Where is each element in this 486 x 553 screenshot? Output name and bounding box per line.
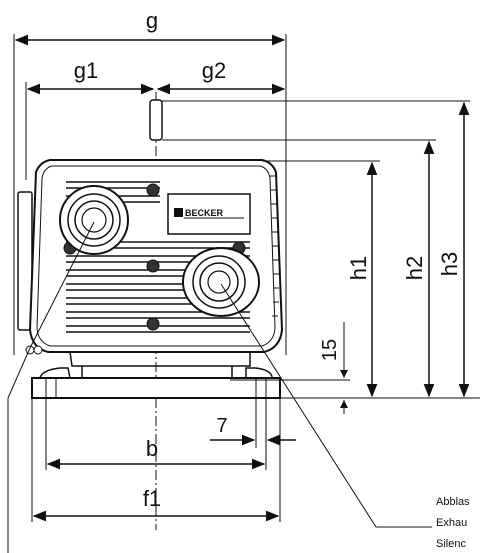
dimension-label-h1: h1 <box>346 256 371 280</box>
callout-line-1: Abblas <box>436 496 470 508</box>
dimension-label-f1: f1 <box>143 486 161 511</box>
dimension-b: b <box>45 398 267 470</box>
dimension-label-g: g <box>146 8 158 33</box>
callout-line-3: Silenc <box>436 538 466 550</box>
base-foot <box>31 377 281 399</box>
dimension-f1: f1 <box>31 398 281 522</box>
bolt-icon <box>146 259 160 273</box>
inlet-port <box>59 185 129 255</box>
dimension-15: 15 <box>319 322 348 414</box>
top-nozzle <box>149 99 470 141</box>
brand-label: BECKER <box>185 208 224 218</box>
dimension-label-h3: h3 <box>437 252 462 276</box>
brand-plate: BECKER <box>167 193 251 235</box>
dimension-label-g1: g1 <box>74 58 98 83</box>
dimension-label-b: b <box>146 436 158 461</box>
dimension-g1-g2: g1 g2 <box>25 58 286 180</box>
dimension-7: 7 <box>210 398 296 448</box>
dimension-g: g <box>13 8 287 355</box>
dimension-label-15: 15 <box>319 339 341 361</box>
brand-logo-icon <box>174 208 183 217</box>
dimension-label-7: 7 <box>216 415 227 437</box>
pump-body: BECKER <box>17 159 284 399</box>
exhaust-port <box>182 247 260 317</box>
dimension-label-g2: g2 <box>202 58 226 83</box>
dimension-label-h2: h2 <box>402 256 427 280</box>
dimension-heights: h1 h2 h3 <box>230 101 480 399</box>
callout-line-2: Exhau <box>436 517 467 529</box>
exhaust-callout: Abblas Exhau Silenc <box>436 496 470 550</box>
bolt-icon <box>146 183 160 197</box>
bolt-icon <box>146 317 160 331</box>
leader-lines <box>7 221 432 553</box>
